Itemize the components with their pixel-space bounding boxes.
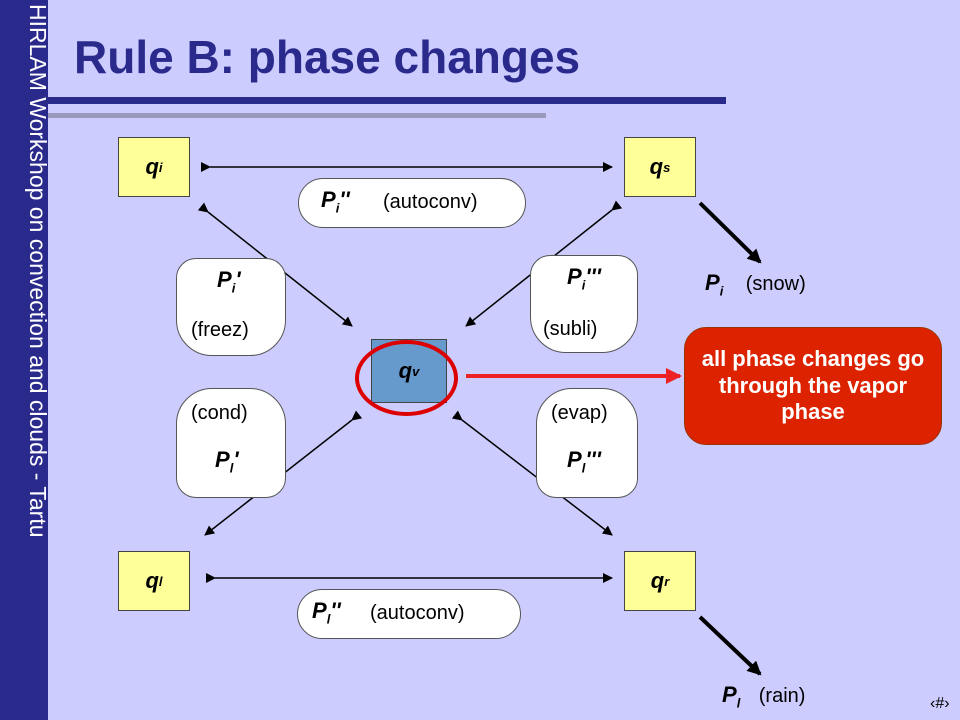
slide-title: Rule B: phase changes <box>74 31 581 83</box>
title-rule-primary <box>48 97 726 104</box>
output-snow-label: (snow) <box>745 273 806 295</box>
pill-ice-autoconv: Pi'' (autoconv) <box>298 178 526 228</box>
pill-cond-symbol: Pl' <box>215 447 239 476</box>
pill-freez: Pi' (freez) <box>176 258 286 356</box>
callout-text: all phase changes go through the vapor p… <box>701 346 925 425</box>
pill-subli: Pi''' (subli) <box>530 255 638 353</box>
title-rule-secondary <box>48 113 546 118</box>
arrow-snow <box>698 201 762 264</box>
pill-cond-label: (cond) <box>191 402 248 424</box>
pill-cond: (cond) Pl' <box>176 388 286 498</box>
output-snow-symbol: Pi <box>705 270 724 299</box>
pill-evap-symbol: Pl''' <box>567 447 602 476</box>
pill-ice-autoconv-label: (autoconv) <box>383 191 478 213</box>
pill-subli-symbol: Pi''' <box>567 264 602 293</box>
pill-evap-label: (evap) <box>551 402 608 424</box>
pill-subli-label: (subli) <box>543 318 598 340</box>
sidebar-text: HIRLAM Workshop on convection and clouds… <box>25 4 51 538</box>
page-number: ‹#› <box>930 695 950 712</box>
pill-evap: (evap) Pl''' <box>536 388 638 498</box>
pill-liq-autoconv: Pl'' (autoconv) <box>297 589 521 639</box>
pill-ice-autoconv-symbol: Pi'' <box>321 187 350 216</box>
output-snow: Pi (snow) <box>705 270 806 298</box>
arrow-rain <box>698 615 762 676</box>
pill-freez-label: (freez) <box>191 319 249 341</box>
output-rain-label: (rain) <box>758 685 806 707</box>
output-rain: Pl (rain) <box>722 682 805 710</box>
sidebar: HIRLAM Workshop on convection and clouds… <box>0 0 51 720</box>
pill-freez-symbol: Pi' <box>217 267 241 296</box>
pill-liq-autoconv-label: (autoconv) <box>370 602 465 624</box>
output-rain-symbol: Pl <box>722 682 741 711</box>
pill-liq-autoconv-symbol: Pl'' <box>312 598 341 627</box>
vapor-highlight-circle <box>355 340 458 416</box>
callout-box: all phase changes go through the vapor p… <box>684 327 942 445</box>
